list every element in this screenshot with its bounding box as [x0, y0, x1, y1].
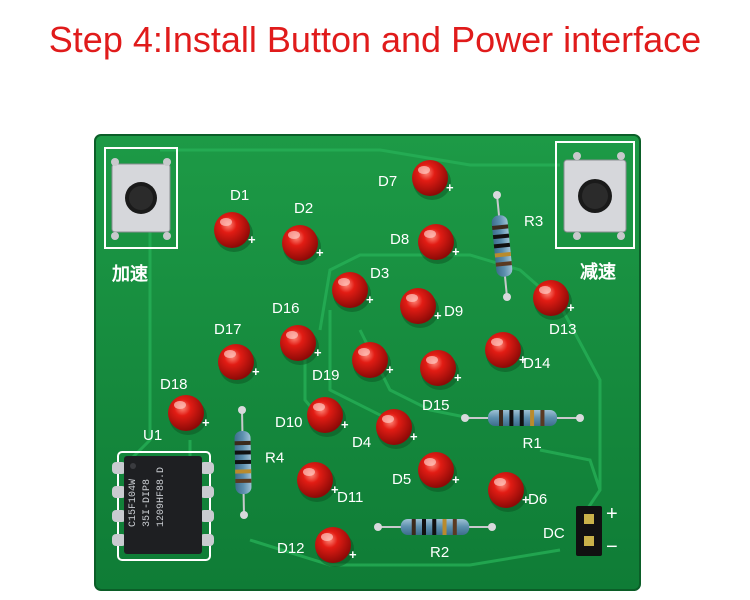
led-label: D10 — [275, 414, 303, 431]
chip-marking-2: 35I-DIP8 — [142, 479, 153, 527]
led-label: D1 — [230, 187, 249, 204]
svg-text:+: + — [248, 232, 256, 247]
svg-text:+: + — [316, 245, 324, 260]
svg-text:+: + — [454, 370, 462, 385]
led-d10: + — [307, 397, 349, 437]
led-label: D8 — [390, 231, 409, 248]
resistor-r1 — [461, 410, 584, 426]
led-d12: + — [315, 527, 357, 567]
led-d1: + — [214, 212, 256, 252]
led-d8: + — [418, 224, 460, 264]
svg-text:+: + — [366, 292, 374, 307]
led-label: D7 — [378, 173, 397, 190]
dc-power-connector[interactable] — [576, 506, 602, 556]
led-label: D13 — [549, 321, 577, 338]
svg-text:+: + — [252, 364, 260, 379]
led-label: D14 — [523, 355, 551, 372]
led-label: D4 — [352, 434, 371, 451]
led-d13: + — [533, 280, 575, 320]
led-label: D3 — [370, 265, 389, 282]
led-label: D5 — [392, 471, 411, 488]
led-d3: + — [332, 272, 374, 312]
led-d5: + — [418, 452, 460, 492]
led-d4: + — [376, 409, 418, 449]
led-d6: + — [488, 472, 530, 512]
svg-text:+: + — [519, 352, 527, 367]
led-label: D9 — [444, 303, 463, 320]
svg-text:+: + — [434, 308, 442, 323]
led-label: D15 — [422, 397, 450, 414]
led-label: D19 — [312, 367, 340, 384]
decelerate-button[interactable] — [563, 152, 627, 240]
page-title: Step 4:Install Button and Power interfac… — [48, 19, 702, 60]
svg-text:+: + — [331, 482, 339, 497]
svg-text:+: + — [410, 429, 418, 444]
svg-text:+: + — [202, 415, 210, 430]
right-button-outline — [555, 141, 635, 249]
resistor-label: R3 — [524, 213, 543, 230]
led-label: D12 — [277, 540, 305, 557]
accelerate-label: 加速 — [111, 263, 148, 285]
svg-text:+: + — [446, 180, 454, 195]
svg-text:+: + — [341, 417, 349, 432]
led-d14: + — [485, 332, 527, 372]
chip-marking-3: 1209HF88.D — [156, 467, 167, 527]
led-d18: + — [168, 395, 210, 435]
left-button-outline — [104, 147, 178, 249]
led-d16: + — [280, 325, 322, 365]
led-label: D6 — [528, 491, 547, 508]
svg-text:+: + — [452, 244, 460, 259]
resistor-r4 — [234, 406, 252, 519]
led-label: D2 — [294, 200, 313, 217]
resistor-label: R4 — [265, 450, 284, 467]
svg-text:+: + — [386, 362, 394, 377]
svg-text:+: + — [567, 300, 575, 315]
svg-text:+: + — [349, 547, 357, 562]
chip-ref-label: U1 — [143, 427, 162, 444]
accelerate-button[interactable] — [111, 158, 171, 240]
dc-minus-label: − — [606, 536, 618, 558]
led-d2: + — [282, 225, 324, 265]
led-label: D18 — [160, 376, 188, 393]
dc-label: DC — [543, 525, 565, 542]
led-label: D16 — [272, 300, 300, 317]
decelerate-label: 减速 — [580, 261, 616, 283]
svg-text:+: + — [314, 345, 322, 360]
resistor-r3 — [491, 191, 513, 301]
svg-text:+: + — [452, 472, 460, 487]
led-d15: + — [420, 350, 462, 390]
led-d7: + — [412, 160, 454, 200]
led-label: D17 — [214, 321, 242, 338]
resistor-r2 — [374, 519, 496, 535]
led-d9: + — [400, 288, 442, 328]
svg-text:+: + — [522, 492, 530, 507]
chip-marking-1: C15F104W — [128, 479, 139, 527]
dc-plus-label: + — [606, 503, 618, 525]
chip-u1 — [112, 451, 214, 561]
resistor-label: R1 — [523, 435, 542, 452]
resistor-label: R2 — [430, 544, 449, 561]
led-d19: + — [352, 342, 394, 382]
led-label: D11 — [337, 489, 363, 506]
led-d17: + — [218, 344, 260, 384]
led-d11: + — [297, 462, 339, 502]
